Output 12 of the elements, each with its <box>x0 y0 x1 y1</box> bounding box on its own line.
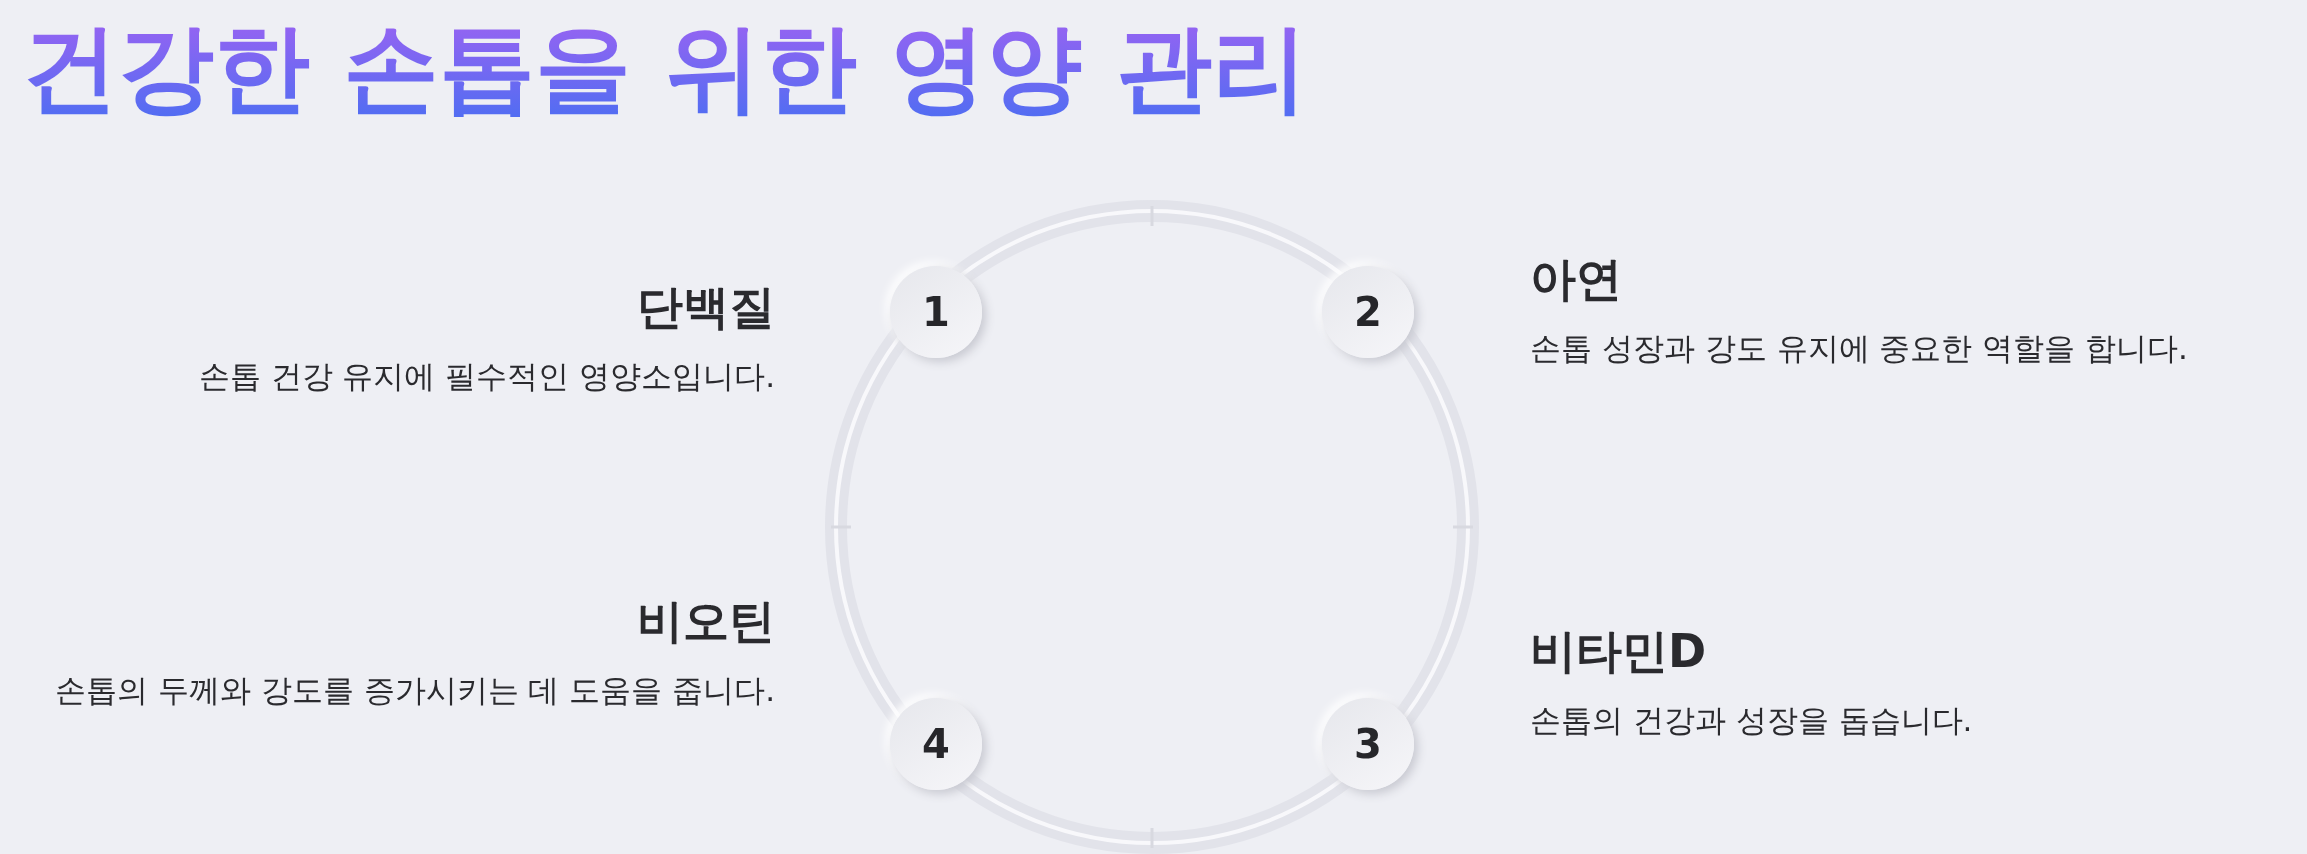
number-circle: 2 <box>1322 266 1414 358</box>
number-circle: 1 <box>890 266 982 358</box>
item-description: 손톱 건강 유지에 필수적인 영양소입니다. <box>197 356 775 396</box>
number-circle: 3 <box>1322 698 1414 790</box>
item-heading: 아연 <box>1530 251 1623 308</box>
item-heading: 비타민D <box>1530 623 1708 680</box>
item-description: 손톱의 두께와 강도를 증가시키는 데 도움을 줍니다. <box>54 670 775 710</box>
item-description: 손톱 성장과 강도 유지에 중요한 역할을 합니다. <box>1530 328 2189 368</box>
item-heading: 단백질 <box>636 279 775 336</box>
item-description: 손톱의 건강과 성장을 돕습니다. <box>1530 700 1974 740</box>
number-circle: 4 <box>890 698 982 790</box>
item-heading: 비오틴 <box>636 593 775 650</box>
